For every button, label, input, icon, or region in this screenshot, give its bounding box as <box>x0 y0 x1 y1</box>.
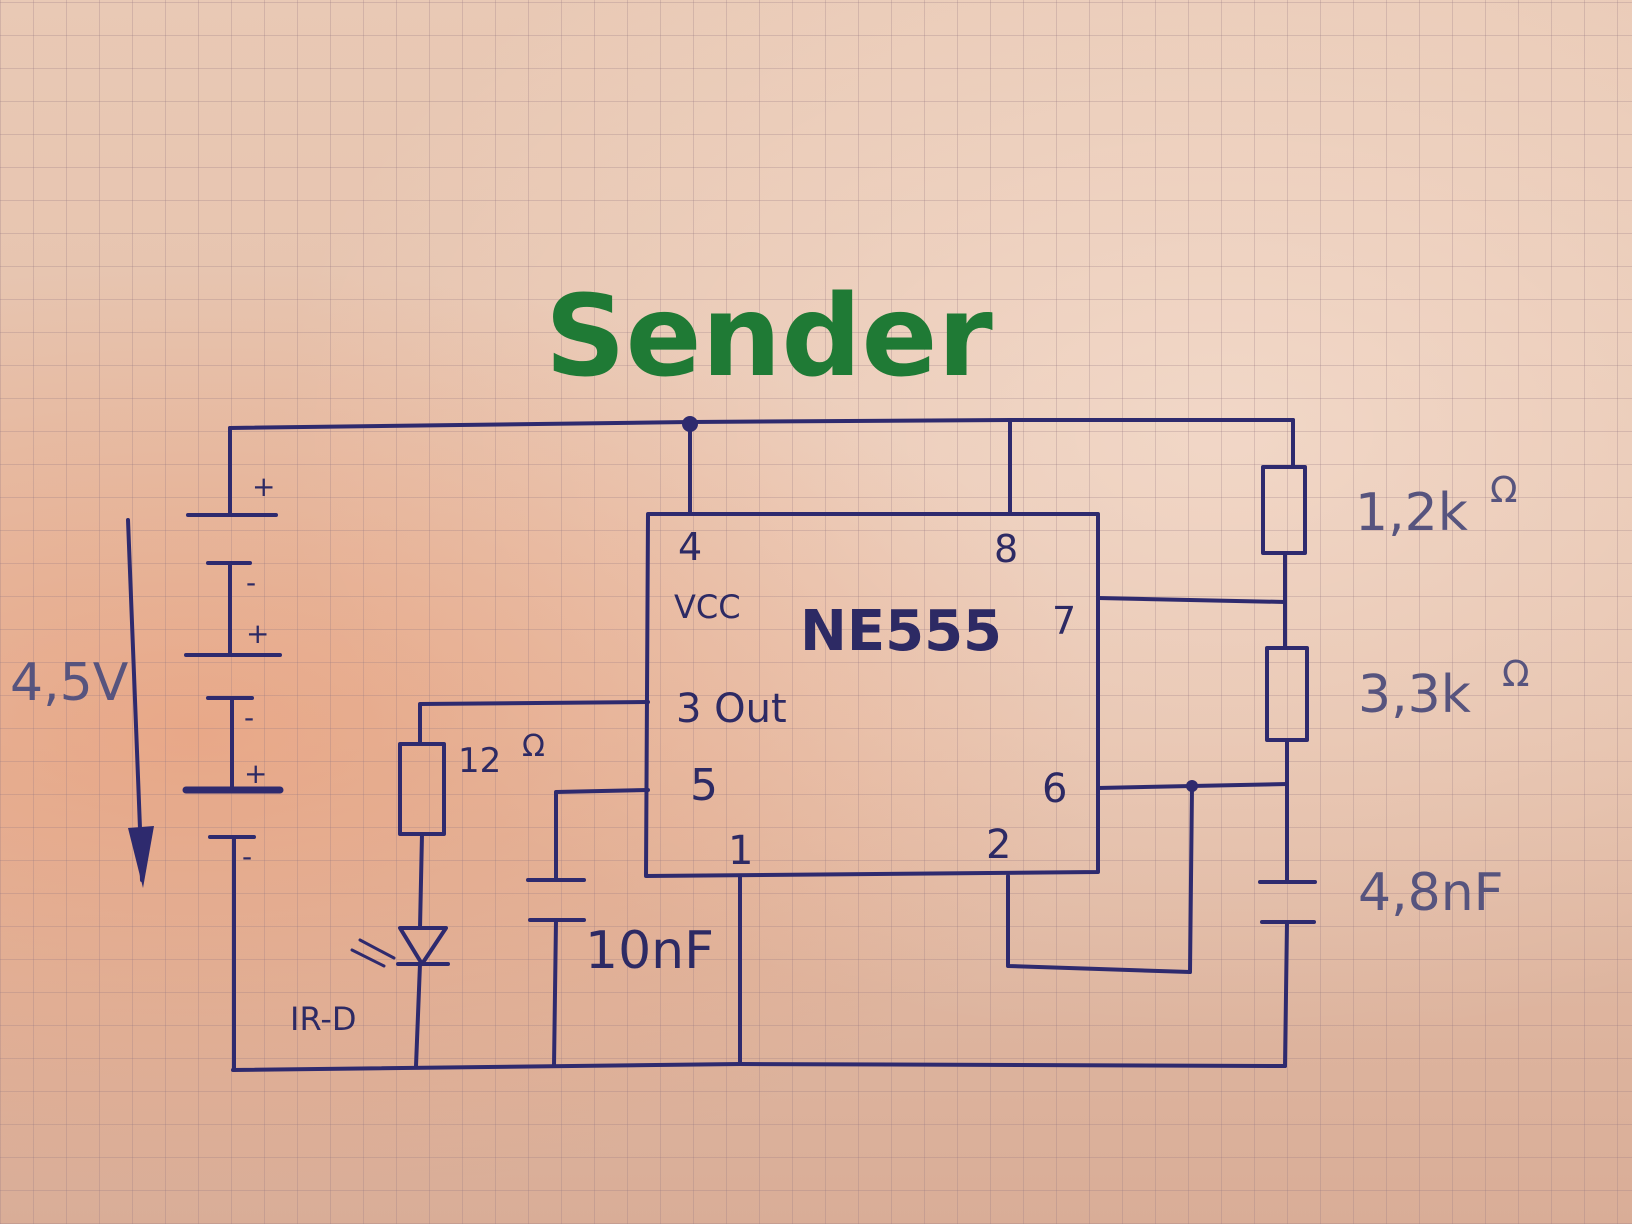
battery-voltage-label: 4,5V <box>10 653 129 713</box>
resistor-12-ohm <box>398 742 446 836</box>
right-bottom-wire <box>1283 920 1289 1068</box>
resistor-2-label: 3,3k <box>1358 665 1471 725</box>
pin-7-label: 7 <box>1052 599 1076 643</box>
capacitor-control-label: 10nF <box>585 921 714 981</box>
capacitor-10nf <box>526 878 586 922</box>
svg-text:-: - <box>244 701 254 734</box>
capacitor-10nf-ground-wire <box>552 918 558 1068</box>
pin-3-output-wire <box>418 700 650 746</box>
svg-text:+: + <box>246 617 269 650</box>
pin-5-label: 5 <box>690 760 718 811</box>
pin-8-label: 8 <box>994 527 1018 571</box>
svg-text:-: - <box>246 566 256 599</box>
battery-symbol <box>182 513 284 839</box>
vcc-label: VCC <box>674 588 741 626</box>
pin-6-label: 6 <box>1042 766 1067 812</box>
pin-5-wire <box>554 788 650 880</box>
bottom-rail-wire <box>231 1062 1287 1072</box>
svg-text:-: - <box>242 840 252 873</box>
svg-text:+: + <box>244 757 267 790</box>
voltage-arrow <box>126 518 154 888</box>
led-cathode-wire <box>414 962 422 1068</box>
ir-diode-label: IR-D <box>290 1000 357 1038</box>
pin-2-label: 2 <box>986 822 1011 868</box>
led-anode-wire <box>418 832 424 930</box>
ir-diode-symbol <box>350 926 450 968</box>
battery-polarity-marks: + - + - + - <box>242 470 275 873</box>
resistor-1-label: 1,2k <box>1355 483 1468 543</box>
ne555-ic-body <box>644 512 1100 878</box>
top-rail-wire <box>228 418 1295 430</box>
resistor-2-ohm: Ω <box>1502 654 1530 695</box>
diagram-title: Sender <box>545 272 993 402</box>
pin-7-wire <box>1096 596 1287 604</box>
resistor-1-ohm: Ω <box>1490 470 1518 511</box>
resistor-12-label: 12 <box>458 741 501 781</box>
resistor-12-ohm: Ω <box>522 729 545 764</box>
capacitor-timing-label: 4,8nF <box>1358 863 1504 923</box>
pin-1-label: 1 <box>728 828 753 874</box>
ic-name: NE555 <box>800 599 1002 664</box>
svg-text:+: + <box>252 470 275 503</box>
pin-2-loop-wire <box>1006 784 1194 974</box>
resistor-1-2k <box>1261 465 1307 555</box>
resistor-3-3k <box>1265 646 1309 742</box>
pin-4-label: 4 <box>678 525 702 569</box>
pin-3-label: 3 Out <box>676 686 787 732</box>
capacitor-4-8nf <box>1258 880 1317 924</box>
